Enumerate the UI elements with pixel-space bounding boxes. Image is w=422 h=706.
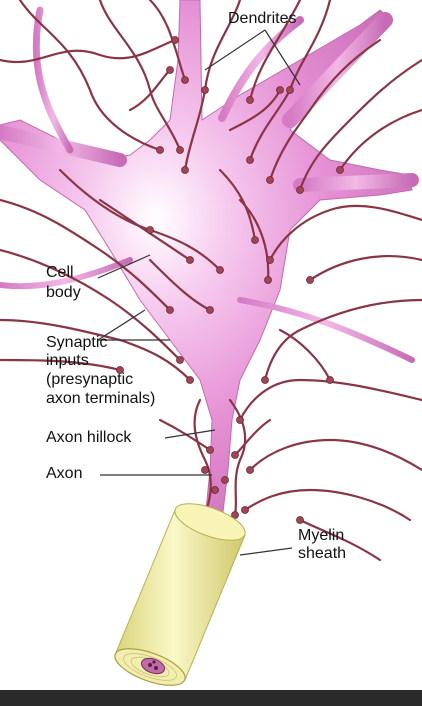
label-synaptic-line4: axon terminals) [46,390,155,408]
label-myelin-line1: Myelin [298,527,344,545]
myelin-sheath [110,496,249,693]
label-synaptic-line1: Synaptic [46,334,107,352]
label-synaptic-line3: (presynaptic [46,371,133,389]
label-axon-hillock: Axon hillock [46,429,131,447]
label-cell-body-line1: Cell [46,264,74,282]
label-cell-body-line2: body [46,284,81,302]
label-dendrites: Dendrites [228,10,296,28]
label-synaptic-line2: inputs [46,352,89,370]
label-myelin-line2: sheath [298,545,346,563]
bottom-border-bar [0,690,422,706]
label-axon: Axon [46,465,82,483]
